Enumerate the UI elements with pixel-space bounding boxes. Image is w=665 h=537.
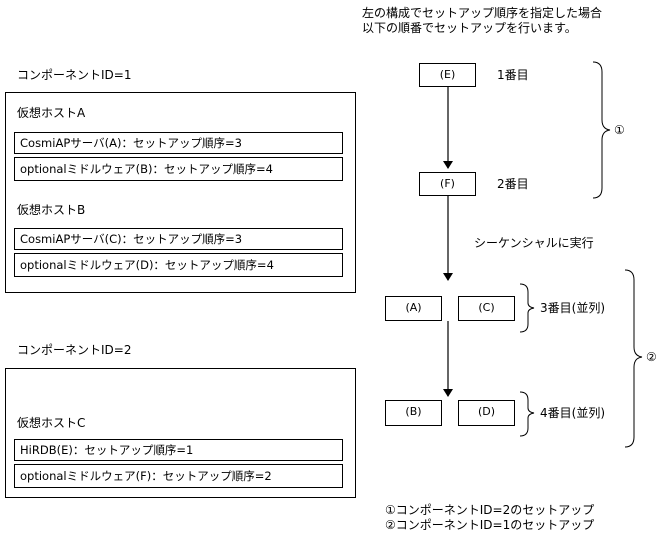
step-4-label: 4番目(並列)	[540, 406, 605, 420]
host-a-row-1: CosmiAPサーバ(A)：セットアップ順序=3	[14, 132, 343, 154]
box-b: (B)	[385, 400, 442, 426]
box-a: (A)	[385, 296, 442, 321]
brace-4	[519, 391, 535, 437]
legend-line-1: ①コンポーネントID=2のセットアップ	[385, 503, 595, 517]
host-a-row-2: optionalミドルウェア(B)：セットアップ順序=4	[14, 157, 343, 181]
host-b-row-2: optionalミドルウェア(D)：セットアップ順序=4	[14, 253, 343, 277]
step-2-label: 2番目	[497, 177, 529, 191]
group-1-marker: ①	[614, 123, 625, 137]
host-b-row-1: CosmiAPサーバ(C)：セットアップ順序=3	[14, 228, 343, 250]
box-c: (C)	[458, 296, 515, 321]
box-f: (F)	[419, 172, 476, 196]
sequential-label: シーケンシャルに実行	[474, 236, 594, 250]
component1-label: コンポーネントID=1	[17, 68, 132, 82]
step-1-label: 1番目	[497, 68, 529, 82]
step-3-label: 3番目(並列)	[540, 301, 605, 315]
host-c-row-2: optionalミドルウェア(F)：セットアップ順序=2	[14, 464, 343, 488]
host-b-title: 仮想ホストB	[17, 203, 86, 217]
host-c-title: 仮想ホストC	[17, 416, 86, 430]
intro-line-1: 左の構成でセットアップ順序を指定した場合	[362, 6, 603, 20]
component2-label: コンポーネントID=2	[17, 343, 132, 357]
component1-box	[5, 92, 356, 293]
legend-line-2: ②コンポーネントID=1のセットアップ	[385, 518, 595, 532]
host-c-row-1: HiRDB(E)：セットアップ順序=1	[14, 439, 343, 461]
box-d: (D)	[458, 400, 515, 426]
host-a-title: 仮想ホストA	[17, 106, 86, 120]
group-2-marker: ②	[646, 350, 657, 364]
brace-2	[624, 269, 643, 448]
intro-line-2: 以下の順番でセットアップを行います。	[362, 21, 577, 35]
box-e: (E)	[419, 63, 476, 87]
component2-box	[5, 368, 356, 498]
brace-3	[519, 283, 535, 333]
brace-1	[592, 61, 611, 199]
